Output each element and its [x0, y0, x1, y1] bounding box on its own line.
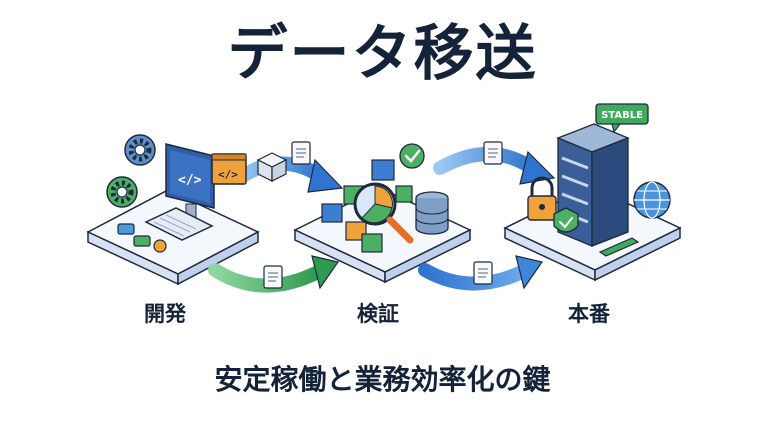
- arrow-dev-to-test-upper: [233, 156, 344, 193]
- status-bar-icon: [598, 237, 640, 257]
- database-icon: [415, 191, 449, 235]
- lock-icon: [527, 176, 557, 221]
- check-icon: [399, 143, 425, 169]
- shield-icon: [553, 207, 579, 233]
- document-icon: [483, 141, 503, 165]
- stage-label-testing: 検証: [357, 302, 399, 326]
- keyboard-icon: [144, 207, 214, 241]
- monitor-icon: </>: [165, 143, 215, 219]
- stage-label-development: 開発: [144, 302, 186, 326]
- code-tag: </>: [218, 168, 238, 181]
- document-icon: [291, 141, 311, 165]
- gear-icon: [124, 134, 156, 166]
- stable-badge: STABLE: [595, 103, 649, 134]
- main-title: データ移送: [227, 19, 538, 89]
- stage-label-production: 本番: [568, 302, 610, 326]
- subtitle: 安定稼働と業務効率化の鍵: [214, 363, 551, 396]
- data-package-icon: [256, 152, 288, 182]
- stable-label: STABLE: [601, 110, 643, 121]
- globe-icon: [633, 181, 671, 219]
- gear-icon: [106, 176, 138, 208]
- magnifier-icon: [353, 182, 414, 244]
- cube-icon: [321, 159, 413, 253]
- document-icon: [263, 265, 283, 289]
- document-icon: [473, 261, 493, 285]
- chip-icon: [117, 223, 167, 253]
- code-window-icon: </>: [211, 153, 247, 185]
- arrow-test-to-prod-lower: [418, 255, 543, 291]
- code-tag: </>: [178, 173, 202, 188]
